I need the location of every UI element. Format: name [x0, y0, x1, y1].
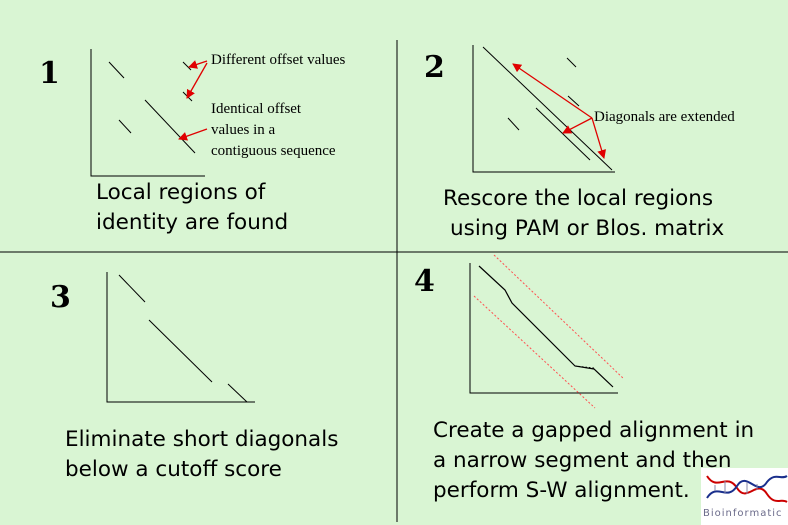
- dna-helix-icon: [706, 475, 788, 503]
- panel-4-plot: [469, 254, 625, 409]
- panel-1-arrows: [178, 60, 208, 141]
- panel-4-number: 4: [414, 264, 435, 299]
- panel-2-plot: [472, 45, 615, 173]
- caption-line: a narrow segment and then: [433, 448, 732, 473]
- caption-line: perform S-W alignment.: [433, 478, 690, 503]
- caption-line: identity are found: [96, 210, 289, 235]
- panel-3-diagonals: [118, 274, 248, 403]
- bioinformatics-logo: Bioinformatic: [701, 468, 788, 525]
- caption-line: Local regions of: [96, 180, 266, 205]
- panel-4-caption: Create a gapped alignment in a narrow se…: [433, 416, 754, 506]
- panel-2-axes: [472, 45, 615, 173]
- panel-1-diagonals: [108, 61, 196, 154]
- panel-3-caption: Eliminate short diagonals below a cutoff…: [65, 425, 338, 485]
- panel-4-band-lines: [473, 254, 625, 409]
- caption-line: Create a gapped alignment in: [433, 418, 755, 443]
- logo-text: Bioinformatic: [703, 508, 783, 519]
- panel-2-annotation: Diagonals are extended: [594, 109, 735, 125]
- panel-4-axes: [469, 263, 618, 394]
- panel-2-caption: Rescore the local regions using PAM or B…: [443, 184, 724, 244]
- panel-3-number: 3: [50, 280, 71, 315]
- caption-line: Rescore the local regions: [443, 186, 714, 211]
- panel-3-plot: [106, 272, 255, 403]
- annotation-line: Identical offset: [211, 101, 302, 117]
- caption-line: below a cutoff score: [65, 457, 282, 482]
- panel-4-gapped-alignment: [478, 265, 614, 388]
- panel-2-number: 2: [424, 50, 445, 85]
- panel-3-axes: [106, 272, 255, 403]
- annotation-line: values in a: [211, 122, 276, 138]
- panel-1-annotation-offset: Different offset values: [211, 52, 346, 68]
- panel-2-diagonals: [482, 46, 613, 171]
- annotation-line: contiguous sequence: [211, 143, 336, 159]
- panel-1-plot: [90, 49, 208, 177]
- panel-1-annotation-identical: Identical offset values in a contiguous …: [211, 99, 336, 162]
- panel-1-number: 1: [39, 56, 60, 91]
- panel-2-arrows: [512, 63, 607, 159]
- panel-1-caption: Local regions of identity are found: [96, 178, 288, 238]
- panel-1-axes: [90, 49, 205, 177]
- caption-line: Eliminate short diagonals: [65, 427, 339, 452]
- caption-line: using PAM or Blos. matrix: [450, 216, 725, 241]
